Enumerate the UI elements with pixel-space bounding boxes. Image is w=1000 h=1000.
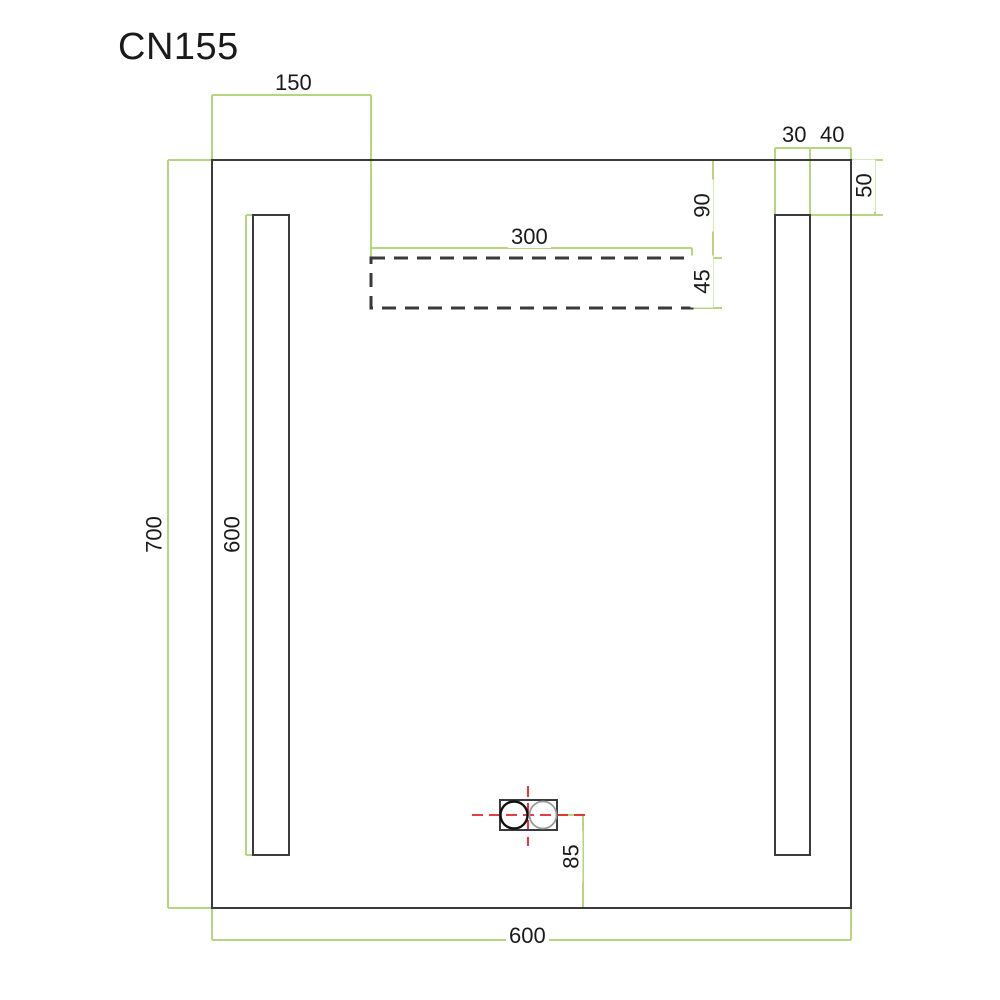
dim-label-600-led: 600 xyxy=(219,508,244,561)
left-led-strip xyxy=(251,213,291,857)
dim-label-85: 85 xyxy=(558,830,583,883)
right-led-strip xyxy=(773,213,812,857)
dim-label-600-width: 600 xyxy=(506,924,549,947)
mirror-panel xyxy=(210,158,853,910)
sensor-switch-detail xyxy=(472,786,585,846)
dim-label-150: 150 xyxy=(272,71,315,94)
dim-label-700: 700 xyxy=(141,508,166,561)
dim-label-45: 45 xyxy=(689,255,714,308)
dim-label-300: 300 xyxy=(508,225,551,248)
drawing-title: CN155 xyxy=(118,26,239,68)
dim-label-30: 30 xyxy=(779,123,810,146)
dim-label-50: 50 xyxy=(851,159,876,212)
switch-button-secondary xyxy=(528,800,558,830)
dim-label-90: 90 xyxy=(689,179,714,232)
switch-button-primary xyxy=(499,800,529,830)
demister-pad xyxy=(369,256,694,310)
dim-label-40: 40 xyxy=(817,123,848,146)
